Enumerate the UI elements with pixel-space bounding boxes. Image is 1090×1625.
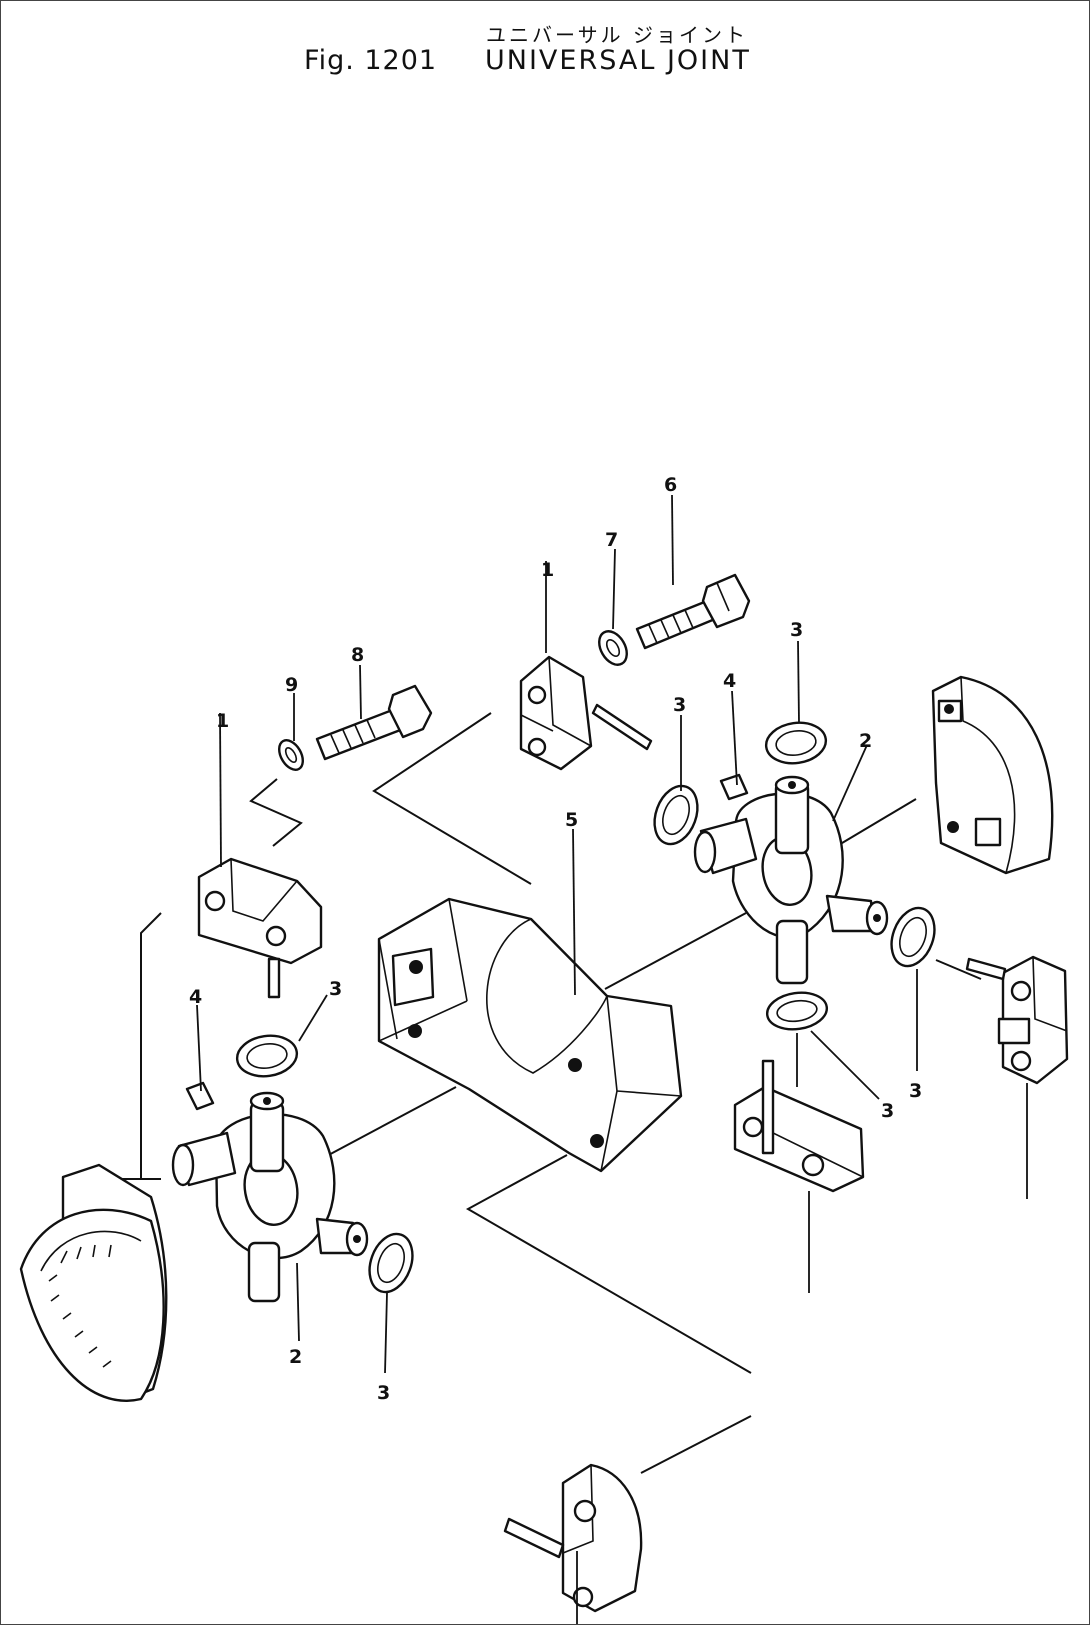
figure-title: UNIVERSAL JOINT bbox=[485, 45, 751, 76]
callout-4-right: 4 bbox=[723, 670, 736, 692]
flange-yoke-right bbox=[931, 675, 1054, 875]
callout-3-left-a: 3 bbox=[329, 978, 342, 1000]
bolt-large bbox=[635, 573, 751, 650]
callout-1-top: 1 bbox=[541, 559, 554, 581]
callout-9: 9 bbox=[285, 674, 298, 696]
callout-3-right-a: 3 bbox=[673, 694, 686, 716]
leader-lines bbox=[196, 494, 1028, 1624]
callout-numbers: 6 7 1 8 9 1 3 4 3 2 5 4 3 3 3 2 3 bbox=[189, 474, 922, 1404]
splined-flange-left bbox=[19, 1163, 168, 1402]
callout-7: 7 bbox=[605, 529, 618, 551]
callout-1-left: 1 bbox=[216, 710, 229, 732]
callout-8: 8 bbox=[351, 644, 364, 666]
callout-6: 6 bbox=[664, 474, 677, 496]
callout-3-left-b: 3 bbox=[377, 1382, 390, 1404]
callout-3-right-c: 3 bbox=[881, 1100, 894, 1122]
spider-cross-right bbox=[693, 773, 889, 985]
bearing-cups bbox=[235, 721, 936, 1294]
callout-5: 5 bbox=[565, 809, 578, 831]
bearing-cap-center bbox=[733, 1059, 865, 1193]
bearing-cap-bottom bbox=[503, 1463, 643, 1613]
kana-title: ユニバーサル ジョイント bbox=[486, 23, 748, 47]
bearing-cap-top bbox=[519, 655, 653, 771]
callout-2-right: 2 bbox=[859, 730, 872, 752]
spider-cross-left bbox=[171, 1081, 369, 1303]
callout-2-left: 2 bbox=[289, 1346, 302, 1368]
bearing-cap-right bbox=[965, 955, 1069, 1085]
bolt-left bbox=[315, 684, 433, 761]
callout-4-left: 4 bbox=[189, 986, 202, 1008]
lock-washer-left bbox=[278, 739, 304, 771]
drive-shaft-yoke bbox=[377, 897, 683, 1173]
assembly-connection-lines bbox=[121, 712, 982, 1474]
callout-3-right-b: 3 bbox=[909, 1080, 922, 1102]
callout-3-top: 3 bbox=[790, 619, 803, 641]
lock-washer-upper bbox=[598, 630, 628, 666]
bearing-cap-left bbox=[197, 857, 323, 999]
figure-number: Fig. 1201 bbox=[304, 45, 438, 76]
